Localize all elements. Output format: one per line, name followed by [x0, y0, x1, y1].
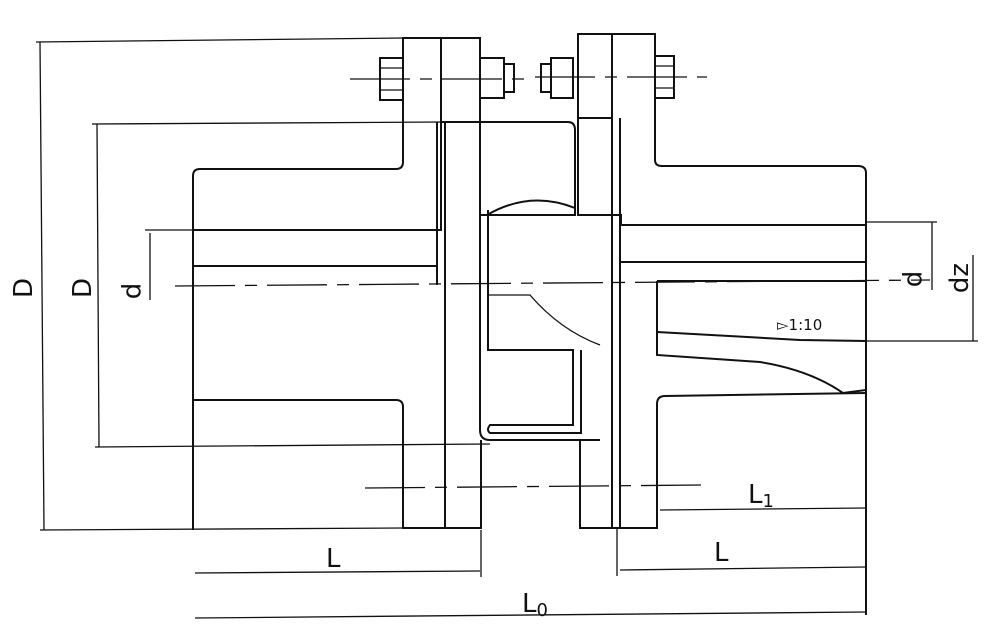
hub-length-left-label: L: [326, 544, 341, 574]
bore-taper-label: dz: [945, 262, 976, 294]
inner-diameter-label: D: [68, 277, 99, 299]
taper-icon: ▻: [777, 316, 789, 334]
hub-length-right-label: L: [714, 538, 729, 568]
left-bolt: [350, 57, 530, 101]
shaft-centerline: [174, 279, 931, 287]
taper-ratio-label: ▻1:10: [777, 316, 823, 334]
right-hub: [577, 33, 867, 615]
bolt-centerline: [364, 484, 706, 489]
center-sleeve: [479, 121, 601, 441]
dimension-lines: [35, 37, 978, 619]
outer-diameter-label: D: [9, 277, 40, 299]
engagement-length-label: L1: [748, 480, 774, 512]
right-bolt: [535, 55, 707, 99]
bore-right-label: d: [898, 270, 929, 288]
bore-left-label: d: [117, 282, 148, 300]
overall-length-label: L0: [522, 589, 548, 621]
